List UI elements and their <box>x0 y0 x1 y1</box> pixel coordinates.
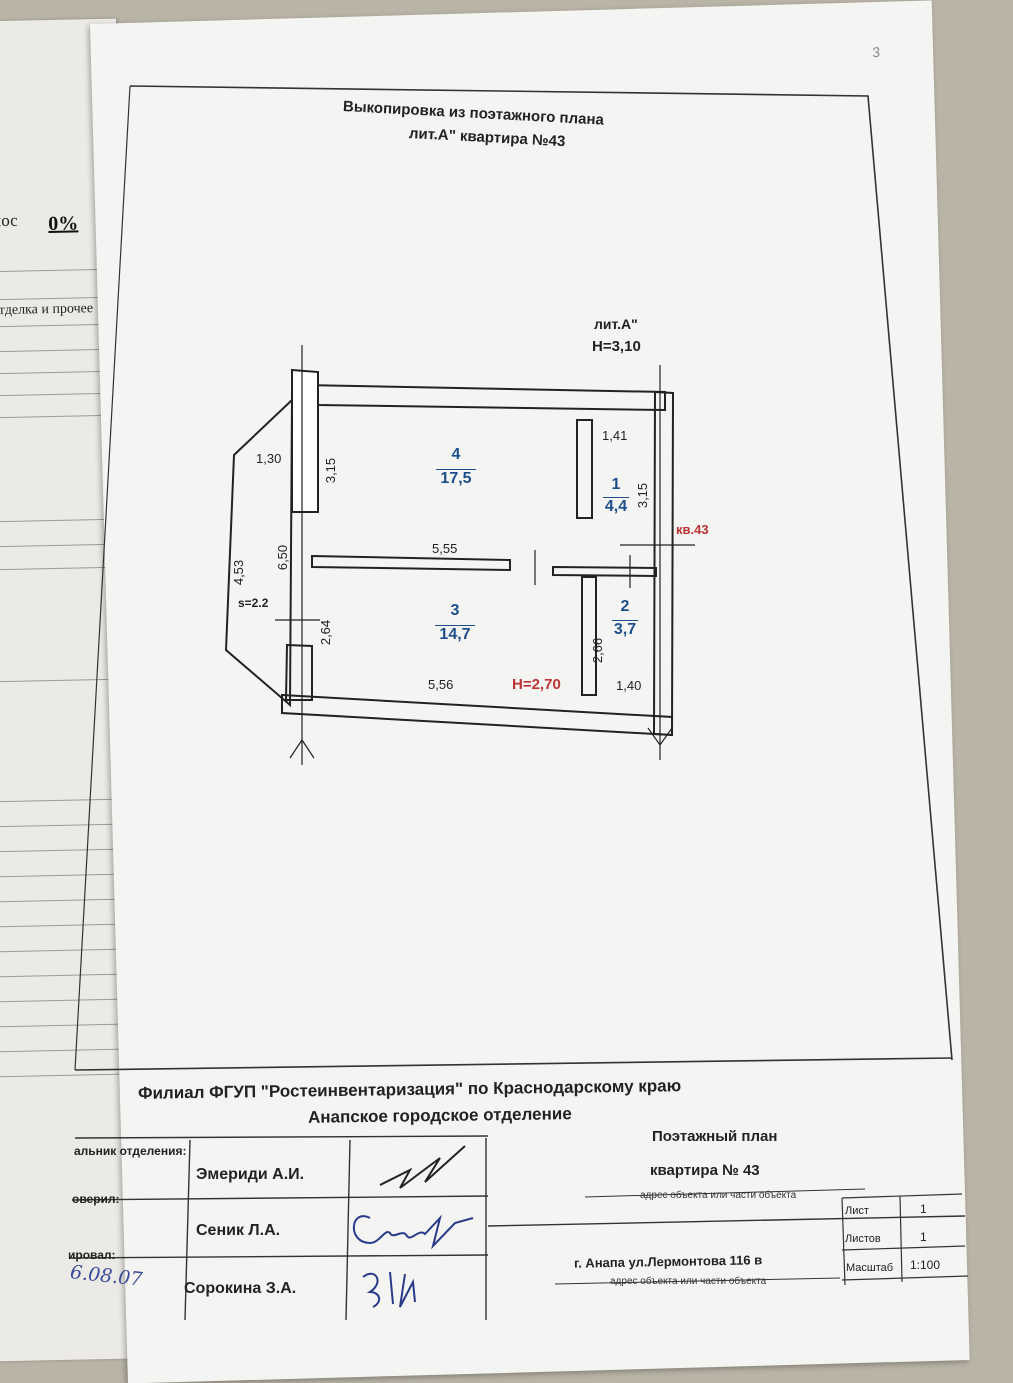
stamp-line <box>74 1135 489 1139</box>
dim-room1-width: 1,41 <box>602 428 628 443</box>
dim-room1-height: 3,15 <box>635 482 651 509</box>
stamp-vline <box>345 1139 351 1321</box>
role-drawn: ировал: <box>68 1248 116 1262</box>
role-checked: оверил: <box>72 1192 120 1206</box>
department-name: Анапское городское отделение <box>307 1104 572 1127</box>
dim-room2-height: 2,66 <box>590 637 606 664</box>
signature-drawn <box>362 1271 416 1308</box>
dim-balcony-side: 4,53 <box>231 559 247 586</box>
dim-left-total: 6,50 <box>275 544 291 571</box>
wall-left-lower <box>284 643 313 701</box>
address-caption: адрес объекта или части объекта <box>640 1190 797 1201</box>
room-height: Н=2,70 <box>512 676 561 693</box>
room-1-area: 4,4 <box>603 497 629 515</box>
stamp-vline <box>899 1195 903 1283</box>
room-3-number: 3 <box>450 602 460 619</box>
balcony-area: s=2.2 <box>238 596 269 610</box>
sheets-value: 1 <box>920 1230 927 1244</box>
signature-head <box>379 1145 466 1189</box>
room-2-number: 2 <box>620 598 630 615</box>
page-border-left <box>74 85 131 1071</box>
dim-room3-width: 5,56 <box>428 677 454 692</box>
wall-middle-right <box>552 565 657 578</box>
axis-arrow <box>647 727 673 747</box>
drawing-layer <box>69 85 969 1321</box>
stamp-vline <box>841 1197 846 1286</box>
name-drawn: Сорокина З.А. <box>184 1280 297 1297</box>
wall-left <box>291 368 319 513</box>
stamp-top-line <box>74 1057 953 1071</box>
stamp-line <box>841 1275 969 1281</box>
wall-bottom <box>281 693 673 737</box>
doc-title: Поэтажный план <box>652 1128 778 1145</box>
sheet-label: Лист <box>845 1205 869 1217</box>
wall-partition-1 <box>576 419 593 519</box>
dim-room4-width: 5,55 <box>432 541 458 556</box>
apartment-label: кв.43 <box>676 522 709 537</box>
name-checked: Сеник Л.А. <box>196 1222 281 1239</box>
dim-room3-height: 2,64 <box>318 619 334 646</box>
stamp-line <box>841 1193 963 1199</box>
stamp-line <box>69 1254 489 1259</box>
floor-plan <box>224 345 695 765</box>
stamp-line <box>71 1195 489 1201</box>
room-3-area: 14,7 <box>435 625 475 644</box>
signature-checked <box>352 1214 474 1250</box>
balcony <box>224 397 294 708</box>
height-label: Н=3,10 <box>592 338 641 355</box>
underline <box>584 1188 866 1198</box>
wall-top <box>300 383 666 412</box>
stamp-line <box>841 1245 966 1251</box>
room-4-area: 17,5 <box>436 469 476 488</box>
stamp-line <box>487 1215 966 1227</box>
document-content: 3 Выкопировка из поэтажного плана лит.А"… <box>68 43 969 1321</box>
sheet-value: 1 <box>920 1202 927 1216</box>
role-head: альник отделения: <box>74 1144 187 1158</box>
wall-right <box>652 390 675 737</box>
room-4-number: 4 <box>451 446 461 463</box>
axis-arrow <box>289 738 315 759</box>
dim-room2-width: 1,40 <box>616 678 642 693</box>
sheets-label: Листов <box>845 1233 881 1245</box>
doc-subtitle: квартира № 43 <box>650 1162 760 1179</box>
page-border <box>129 85 953 1061</box>
address-caption-2: адрес объекта или части объекта <box>610 1276 767 1287</box>
dim-balcony-top: 1,30 <box>256 451 282 466</box>
dim-room4-height: 3,15 <box>323 457 339 484</box>
scale-value: 1:100 <box>910 1258 941 1272</box>
name-head: Эмериди А.И. <box>196 1166 305 1183</box>
underline <box>554 1277 841 1285</box>
scale-label: Масштаб <box>846 1262 894 1274</box>
stamp-vline <box>184 1139 191 1321</box>
room-2-area: 3,7 <box>612 620 638 638</box>
wall-middle <box>311 554 511 572</box>
wall-partition-2 <box>581 576 597 696</box>
lit-label: лит.А" <box>594 316 638 332</box>
room-1-number: 1 <box>611 476 621 493</box>
